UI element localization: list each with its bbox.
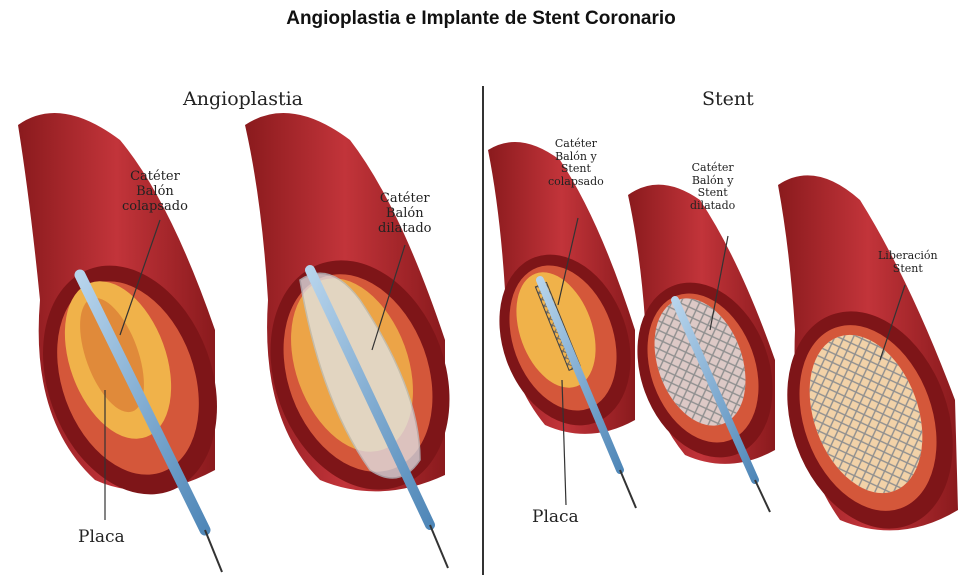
artery-stent-collapsed <box>477 142 654 508</box>
label-stent-dilated: Catéter Balón y Stent dilatado <box>690 162 735 213</box>
label-plaque-left: Placa <box>78 528 125 548</box>
artery-balloon-dilated <box>240 113 480 568</box>
label-stent-release: Liberación Stent <box>878 250 938 275</box>
label-stent-collapsed: Catéter Balón y Stent colapsado <box>548 138 604 189</box>
label-catheter-balloon-dilated: Catéter Balón dilatado <box>378 192 432 237</box>
artery-stent-dilated <box>614 185 796 512</box>
label-plaque-right: Placa <box>532 508 579 528</box>
artery-stent-released <box>758 175 962 552</box>
label-catheter-balloon-collapsed: Catéter Balón colapsado <box>122 170 188 215</box>
